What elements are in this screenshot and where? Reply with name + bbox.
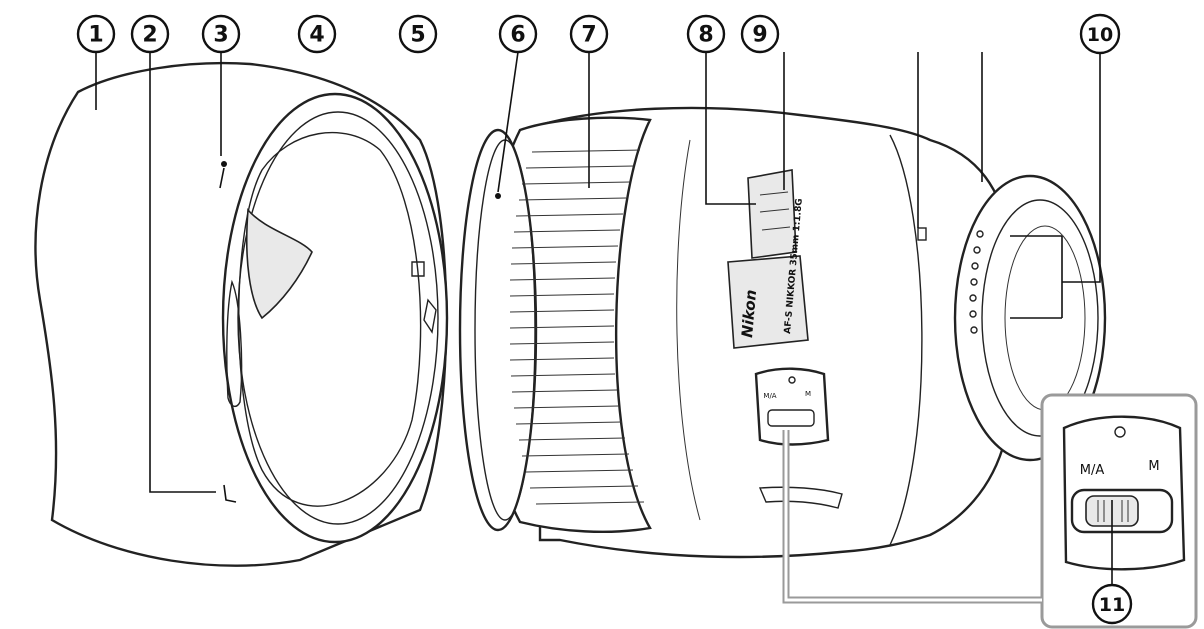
leader-8: [705, 52, 756, 205]
callout-6: 6: [498, 14, 538, 54]
focus-mode-switch-panel: [754, 367, 830, 446]
hood-mounting-index-tail: [219, 167, 225, 189]
lens-body: Nikon AF-S NIKKOR 35mm 1:1.8G M/A M: [458, 106, 1107, 559]
focus-ring-ribs: [509, 149, 645, 505]
switch-inset: M/A M: [1040, 393, 1198, 629]
hood-inner-opening: [238, 131, 422, 507]
inset-connector-core: [784, 430, 1042, 602]
focus-mode-label-ma: M/A: [763, 392, 776, 400]
callout-1: 1: [76, 14, 116, 54]
lens-brand-label: Nikon: [738, 289, 760, 339]
leader-6: [497, 51, 519, 193]
svg-text:9: 9: [752, 23, 767, 48]
hood-bayonet-slot: [226, 279, 243, 408]
callout-10: 10: [1079, 13, 1121, 55]
svg-text:10: 10: [1087, 24, 1113, 46]
lens-nameplate: [727, 255, 809, 349]
mounting-index: [917, 227, 927, 241]
barrel-seam: [889, 134, 923, 546]
svg-text:5: 5: [410, 23, 425, 48]
inset-label-m: M: [1148, 459, 1159, 474]
lens-hood: [34, 61, 449, 567]
rear-lens-element: [981, 199, 1099, 437]
callout-9: 9: [740, 14, 780, 54]
svg-text:4: 4: [309, 23, 324, 48]
callout-4: 4: [297, 14, 337, 54]
barrel-highlight: [676, 139, 701, 521]
distance-scale-lines: [759, 191, 791, 231]
focus-mode-label-m: M: [805, 390, 811, 398]
leader-2: [149, 52, 216, 493]
hood-mounting-index: [221, 161, 227, 167]
focus-mode-switch-screw: [788, 376, 796, 384]
inset-label-ma: M/A: [1080, 463, 1105, 478]
hood-petal-cutout: [245, 208, 313, 320]
svg-text:11: 11: [1099, 594, 1125, 616]
hood-bayonet-lug: [411, 261, 425, 277]
callout-5: 5: [398, 14, 438, 54]
leader-lines: [149, 52, 1113, 588]
svg-text:2: 2: [142, 23, 157, 48]
distance-scale-window: [747, 169, 797, 259]
hood-bayonet-lug-2: [423, 298, 437, 334]
leader-10: [1010, 52, 1101, 319]
callout-8: 8: [686, 14, 726, 54]
svg-text:8: 8: [698, 23, 713, 48]
svg-text:7: 7: [581, 23, 596, 48]
svg-text:3: 3: [213, 23, 228, 48]
lens-hood-mounting-index: [495, 193, 501, 199]
hood-front-rim: [221, 92, 449, 544]
inset-switch-screw: [1114, 426, 1126, 438]
hood-inner-rim: [237, 111, 439, 525]
hood-setting-index: [223, 484, 237, 503]
focus-mode-switch-slider[interactable]: [767, 409, 815, 427]
callout-7: 7: [569, 14, 609, 54]
callout-11: 11: [1091, 583, 1133, 625]
cpu-contacts: [969, 230, 984, 334]
callout-2: 2: [130, 14, 170, 54]
svg-text:1: 1: [88, 23, 103, 48]
inset-switch-ridges: [1097, 500, 1129, 522]
callout-3: 3: [201, 14, 241, 54]
svg-text:6: 6: [510, 23, 525, 48]
